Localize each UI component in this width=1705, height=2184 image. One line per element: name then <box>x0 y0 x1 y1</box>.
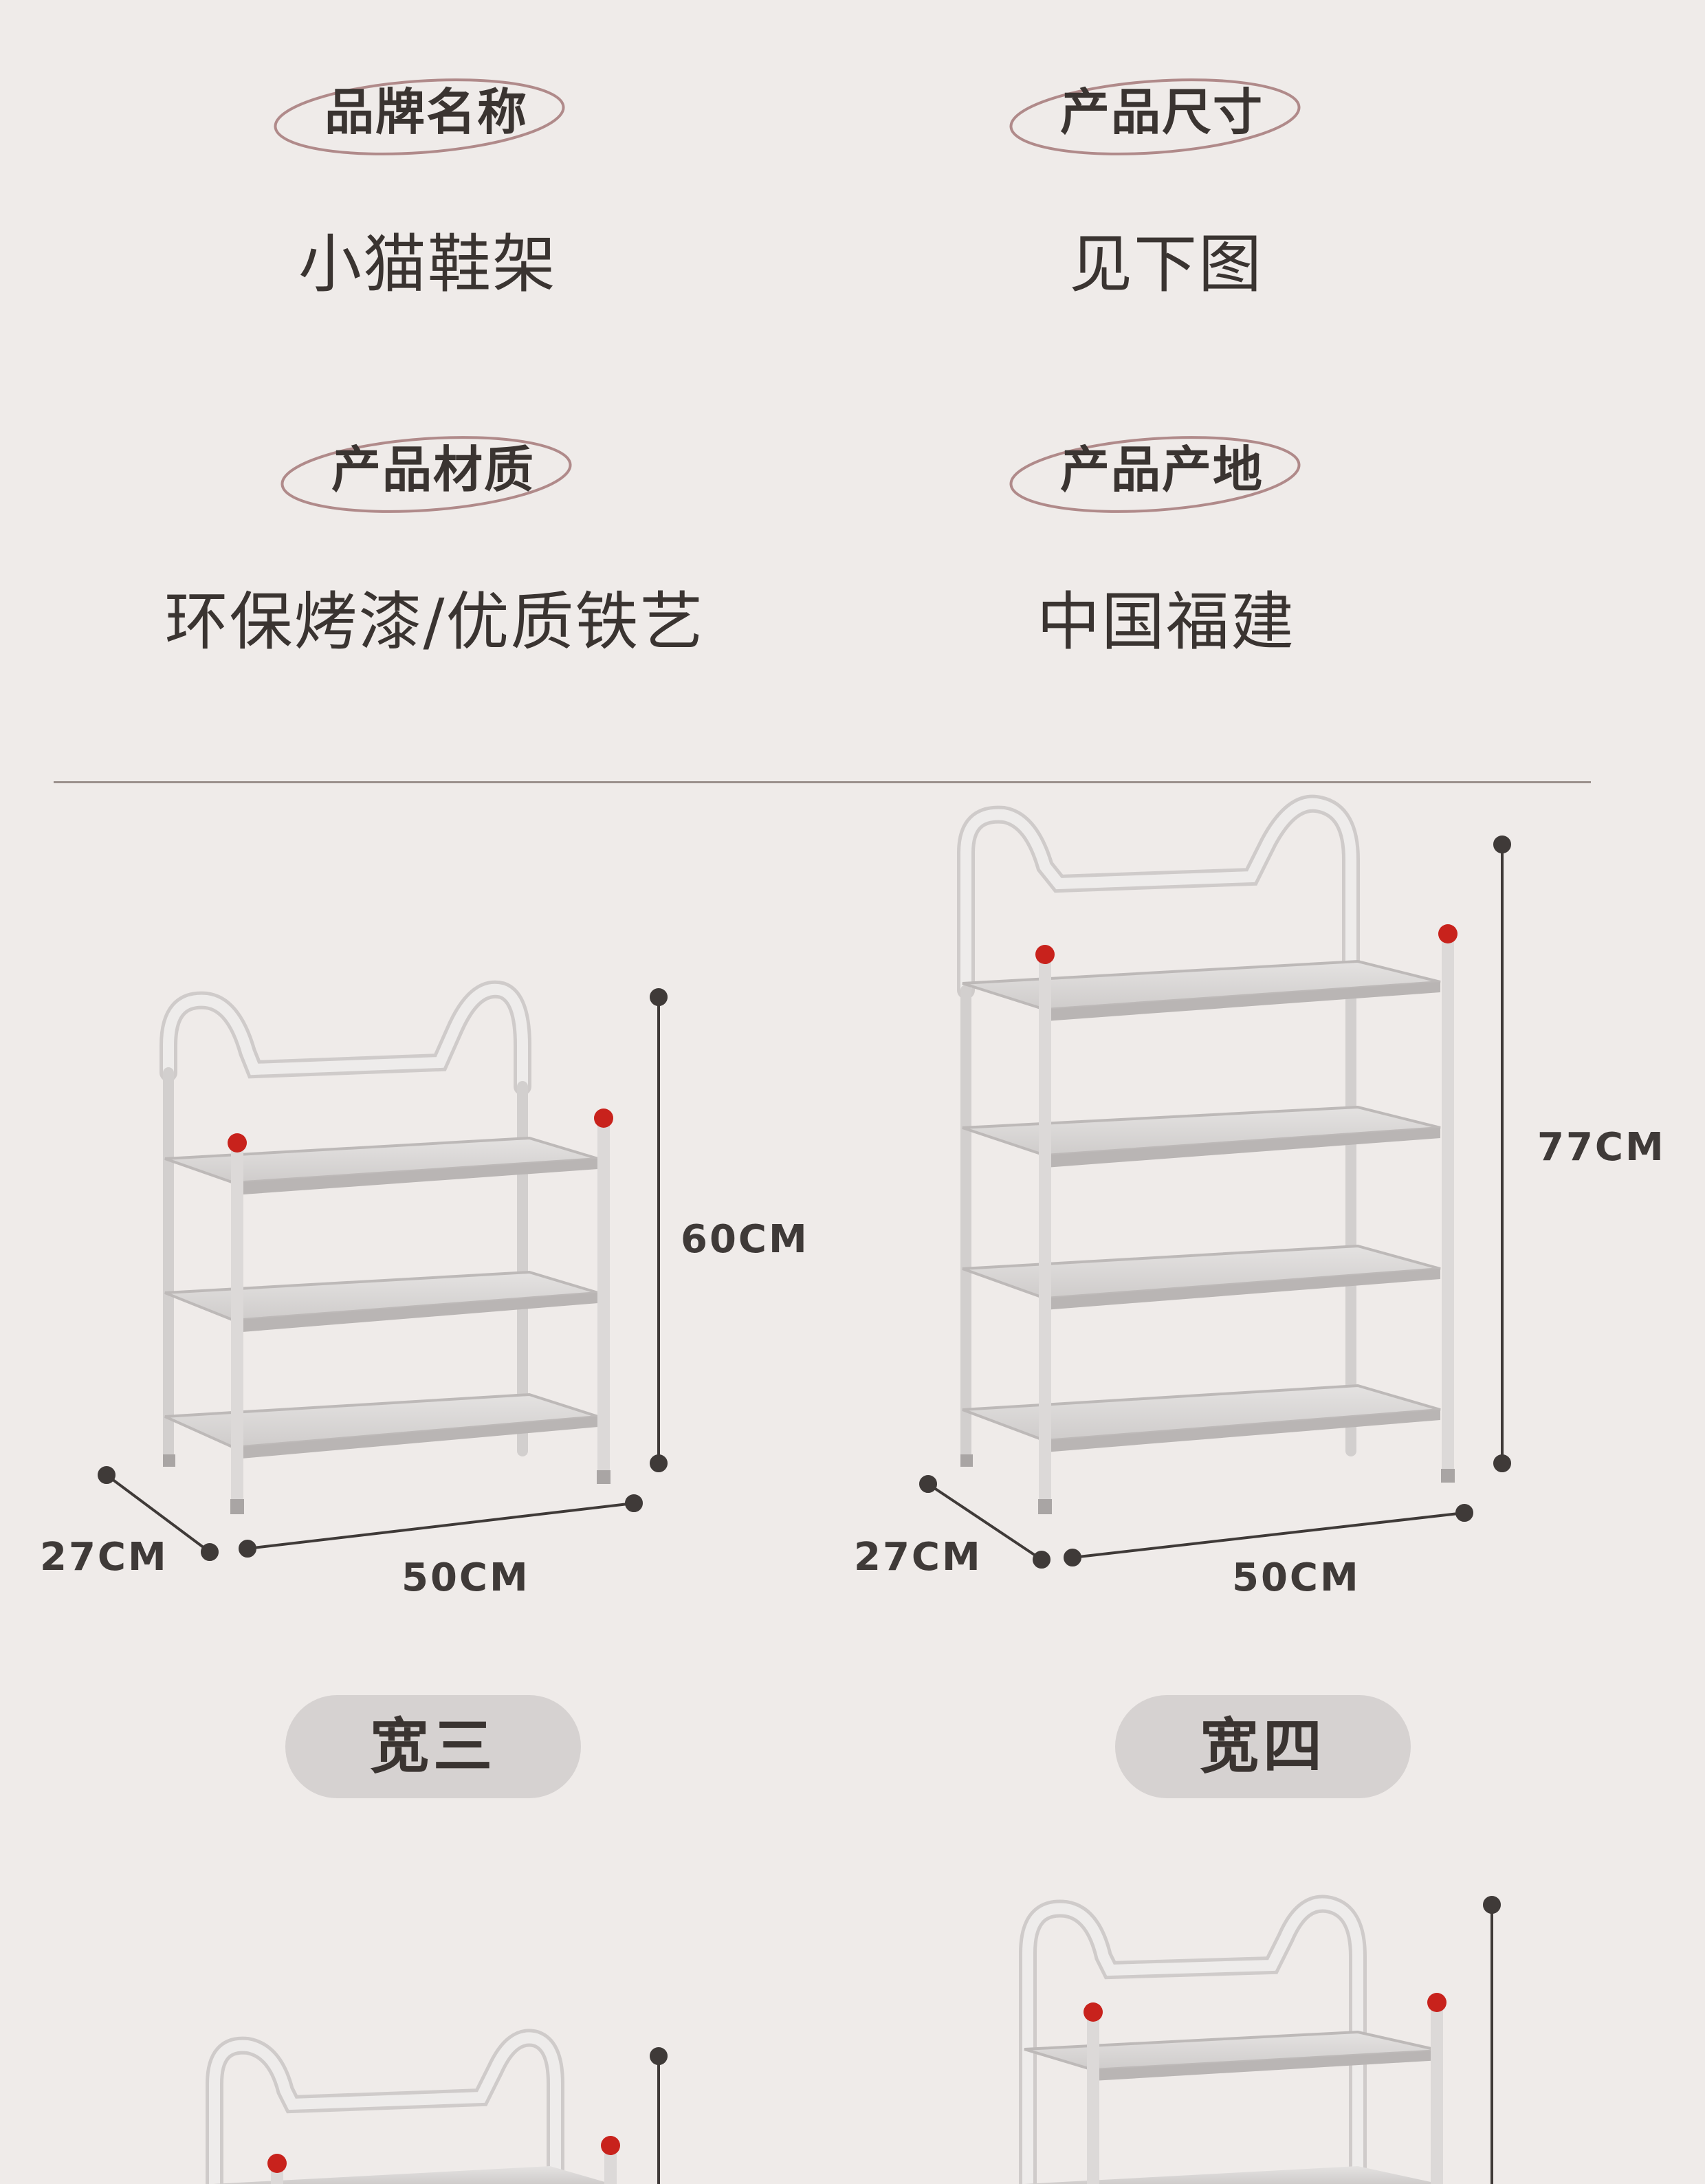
shoe-rack-partial-left <box>206 2029 620 2184</box>
rack-2-width-label: 50CM <box>1232 1555 1361 1600</box>
spec-value-brand: 小猫鞋架 <box>298 228 557 301</box>
ellipse-underline-icon <box>274 78 565 155</box>
product-name-pill-1[interactable]: 宽三 <box>285 1695 581 1798</box>
shoe-rack-3-tier <box>160 980 613 1514</box>
spec-label-text: 产品材质 <box>331 441 535 499</box>
dimension-line-partial-left <box>650 2047 668 2184</box>
spec-label-text: 产品产地 <box>1059 441 1264 499</box>
ellipse-underline-icon <box>280 436 572 513</box>
section-divider <box>54 781 1591 783</box>
rack-2-depth-label: 27CM <box>854 1535 982 1580</box>
spec-label-size: 产品尺寸 <box>983 41 1341 158</box>
spec-value-origin: 中国福建 <box>1036 585 1295 659</box>
spec-label-brand: 品牌名称 <box>248 41 605 158</box>
ellipse-underline-icon <box>1009 436 1301 513</box>
shoe-rack-4-tier <box>957 794 1458 1514</box>
spec-value-material: 环保烤漆/优质铁艺 <box>164 585 705 659</box>
rack-1-width-label: 50CM <box>402 1555 530 1600</box>
spec-value-size: 见下图 <box>1068 228 1263 301</box>
dimension-lines-rack-2 <box>919 836 1511 1569</box>
dimension-line-partial-right <box>1483 1896 1501 2184</box>
dimension-lines-rack-1 <box>98 988 668 1561</box>
spec-label-origin: 产品产地 <box>983 399 1341 516</box>
rack-2-height-label: 77CM <box>1537 1125 1666 1170</box>
rack-1-depth-label: 27CM <box>40 1535 168 1580</box>
rack-1-height-label: 60CM <box>681 1217 809 1262</box>
spec-label-material: 产品材质 <box>254 399 612 516</box>
spec-label-text: 品牌名称 <box>324 83 528 141</box>
product-name-pill-2[interactable]: 宽四 <box>1115 1695 1411 1798</box>
spec-label-text: 产品尺寸 <box>1059 83 1264 141</box>
ellipse-underline-icon <box>1009 78 1301 155</box>
shoe-rack-partial-right <box>1019 1894 1446 2184</box>
